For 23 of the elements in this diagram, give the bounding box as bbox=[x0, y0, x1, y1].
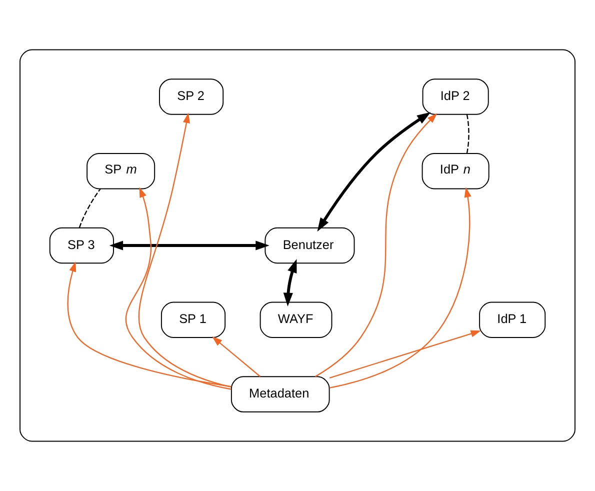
node-box: IdP 1 bbox=[479, 302, 546, 338]
connector bbox=[466, 114, 470, 154]
node-box: SP m bbox=[86, 153, 156, 190]
arrow bbox=[317, 112, 431, 232]
arrow bbox=[138, 112, 232, 388]
node-box: Benutzer bbox=[264, 227, 355, 264]
arrow bbox=[330, 187, 472, 388]
arrow bbox=[315, 113, 438, 378]
node-box: SP 1 bbox=[160, 302, 226, 338]
connector bbox=[78, 188, 101, 228]
node-box: IdP 2 bbox=[422, 78, 489, 115]
arrow bbox=[125, 187, 232, 390]
arrow bbox=[212, 336, 261, 377]
arrow bbox=[67, 261, 232, 388]
node-box: WAYF bbox=[260, 302, 332, 338]
node-box: IdP n bbox=[422, 153, 490, 190]
node-box: SP 2 bbox=[159, 78, 224, 115]
node-box: SP 3 bbox=[49, 227, 114, 264]
arrow bbox=[283, 259, 297, 307]
cluster bbox=[20, 49, 576, 442]
node-box: Metadaten bbox=[230, 376, 330, 412]
arrow bbox=[329, 330, 481, 378]
arrow bbox=[109, 240, 270, 250]
